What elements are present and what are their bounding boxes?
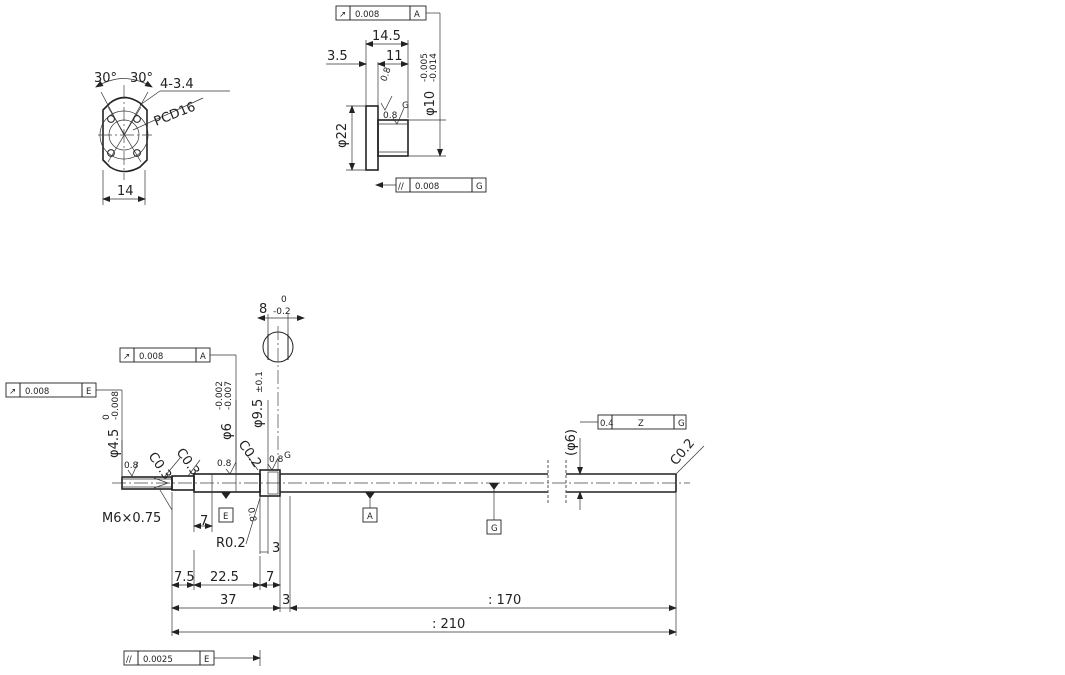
fcf-runout-e: ↗ 0.008 E	[5, 382, 97, 398]
fcf-tolerance: 0.008	[139, 352, 163, 362]
dia-6-ref: (φ6)	[564, 429, 579, 456]
finish-c: 0.8	[269, 455, 284, 465]
dia-4-5-tol-upper: 0	[102, 414, 112, 420]
fcf-symbol: //	[126, 655, 132, 665]
chamfer-3: C0.2	[235, 438, 264, 471]
radius-label: R0.2	[216, 536, 246, 551]
datum-e: E	[223, 512, 228, 522]
fcf-datum: A	[414, 10, 420, 20]
dim-7-upper: 7	[200, 514, 208, 529]
shaft-view: ↗ 0.008 A ↗ 0.008 E	[5, 295, 705, 666]
dim-3-lower: 3	[282, 593, 290, 608]
dim-3-upper: 3	[272, 541, 280, 556]
finish-label-b: 0.8	[383, 111, 398, 121]
dim-22-5: 22.5	[210, 570, 239, 585]
angle-right-label: 30°	[130, 71, 153, 86]
dim-3-5: 3.5	[327, 49, 348, 64]
flat-tol-lower: -0.2	[273, 307, 291, 317]
dia-6-tol-lower: -0.007	[224, 381, 234, 410]
fcf-tolerance: 0.0025	[143, 655, 173, 665]
fcf-symbol: //	[398, 182, 404, 192]
dia-9-5-tol: ±0.1	[255, 371, 265, 393]
flat-width: 8	[259, 302, 267, 317]
finish-a: 0.8	[124, 461, 139, 471]
fcf-right: 0.4 Z G	[597, 414, 687, 430]
width-label: 14	[117, 184, 134, 199]
dia-10-tol-lower: -0.014	[429, 53, 439, 82]
side-view: ↗ 0.008 A //	[326, 5, 487, 193]
flat-tol-upper: 0	[281, 295, 287, 305]
fcf-tolerance: 0.008	[355, 10, 379, 20]
dia-10: φ10	[423, 91, 438, 116]
dim-14-5: 14.5	[372, 29, 401, 44]
fcf-tolerance: Z	[638, 419, 644, 429]
dia-6: φ6	[220, 423, 235, 440]
dia-6-tol-upper: -0.002	[215, 381, 225, 410]
fcf-symbol: ↗	[339, 10, 346, 20]
fcf-datum: G	[476, 182, 483, 192]
dia-22: φ22	[335, 123, 350, 148]
dim-7-lower: 7	[266, 570, 274, 585]
fcf-tolerance: 0.008	[415, 182, 439, 192]
finish-g: G	[402, 101, 409, 111]
dim-37: 37	[220, 593, 237, 608]
thread-label: M6×0.75	[102, 511, 161, 526]
fcf-symbol: ↗	[9, 387, 16, 397]
fcf-runout-a: ↗ 0.008 A	[119, 347, 211, 363]
finish-d: 0.8	[245, 507, 257, 523]
fcf-datum: E	[204, 655, 209, 665]
fcf-runout-side: ↗ 0.008 A	[335, 5, 427, 21]
dia-9-5: φ9.5	[251, 399, 266, 428]
dim-11: 11	[386, 49, 403, 64]
fcf-tolerance: 0.008	[25, 387, 49, 397]
dim-7-5: 7.5	[174, 570, 195, 585]
datum-g: G	[491, 524, 498, 534]
end-view: 30° 30° 4-3.4 PCD16 14	[94, 71, 230, 205]
fcf-parallel-side: // 0.008 G	[395, 177, 487, 193]
chamfer-end: C0.2	[668, 436, 699, 468]
fcf-datum: G	[678, 419, 685, 429]
fcf-datum: E	[86, 387, 91, 397]
finish-g: G	[284, 451, 291, 461]
finish-b: 0.8	[217, 459, 232, 469]
dim-210: : 210	[432, 617, 465, 632]
dia-4-5: φ4.5	[107, 429, 122, 458]
holes-label: 4-3.4	[160, 77, 194, 92]
fcf-parallel-e: // 0.0025 E	[123, 650, 215, 666]
datum-a: A	[367, 512, 373, 522]
fcf-symbol: ↗	[123, 352, 130, 362]
dia-4-5-tol-lower: -0.008	[111, 391, 121, 420]
fcf-symbol: 0.4	[600, 419, 614, 429]
fcf-datum: A	[200, 352, 206, 362]
pcd-label: PCD16	[152, 100, 198, 130]
dim-170: : 170	[488, 593, 521, 608]
angle-left-label: 30°	[94, 71, 117, 86]
finish-label: 0.8	[379, 66, 393, 83]
dia-10-tol-upper: -0.005	[420, 53, 430, 82]
